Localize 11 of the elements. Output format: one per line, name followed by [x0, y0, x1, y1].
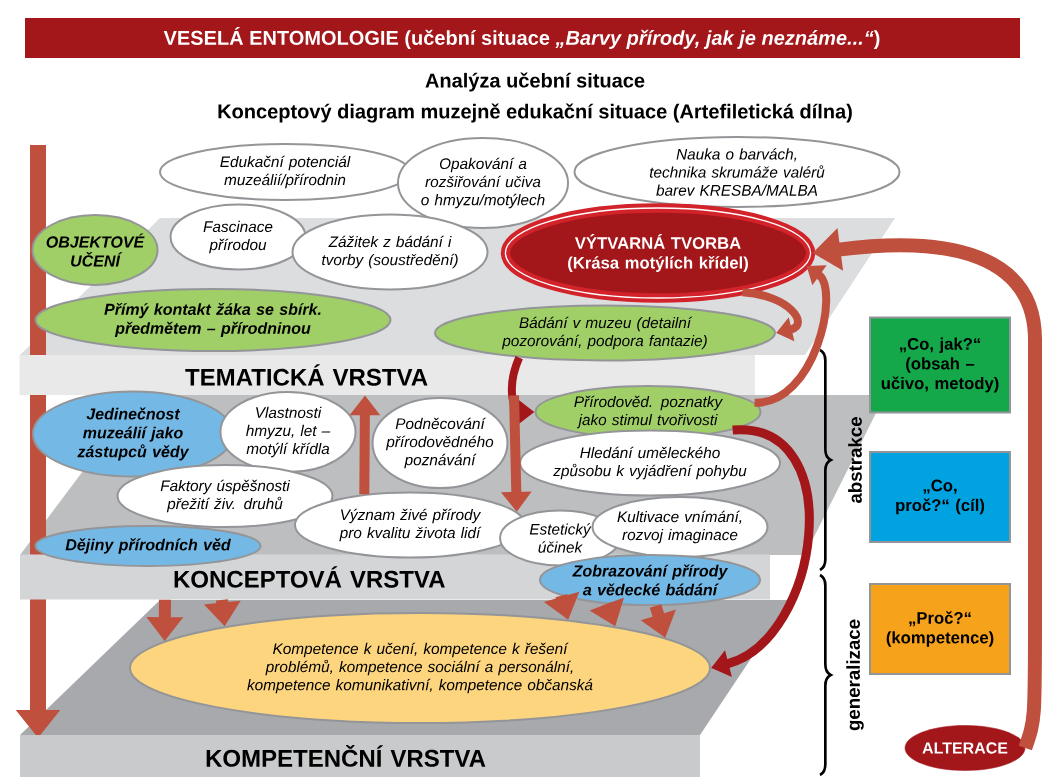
- node-label: TEMATICKÁ VRSTVA: [185, 364, 428, 386]
- question-box: „Co, jak?“ (obsah – učivo, metody): [869, 316, 1011, 414]
- subtitle: Analýza učební situace: [425, 72, 645, 92]
- brace-label: generalizace: [846, 619, 864, 731]
- layer-band: TEMATICKÁ VRSTVA: [19, 355, 495, 395]
- title-banner: VESELÁ ENTOMOLOGIE (učební situace „Barvy přírody, jak je neznáme...“): [25, 18, 1020, 58]
- brace-label: abstrakce: [848, 417, 862, 504]
- question-box: „Proč?“ (kompetence): [869, 583, 1011, 675]
- question-box: „Co, proč?“ (cíl): [869, 451, 1011, 543]
- layer-band: KOMPETENČNÍ VRSTVA: [20, 735, 700, 777]
- subtitle: Konceptový diagram muzejně edukační situace (Artefiletická dílna): [218, 103, 852, 123]
